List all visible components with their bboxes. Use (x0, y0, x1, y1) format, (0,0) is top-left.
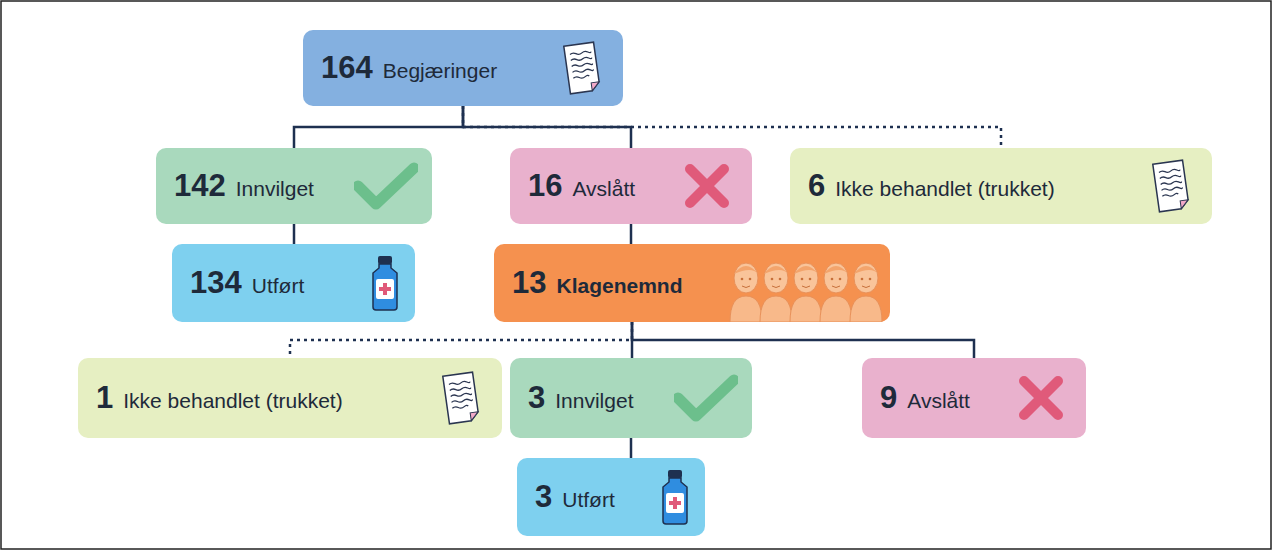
doc-icon (559, 40, 605, 96)
box-text: 142 Innvilget (174, 168, 314, 204)
check-icon (354, 162, 418, 210)
tree-connector (290, 322, 632, 358)
count-box: 13 Klagenemnd (494, 244, 890, 322)
box-text: 3 Utført (535, 479, 615, 515)
count-label: Begjæringer (383, 59, 497, 83)
count-box: 142 Innvilget (156, 148, 432, 224)
count-number: 13 (512, 265, 546, 301)
count-number: 9 (880, 380, 897, 416)
count-label: Klagenemnd (556, 274, 682, 298)
count-box: 6 Ikke behandlet (trukket) (790, 148, 1212, 224)
check-icon (674, 374, 738, 422)
box-text: 9 Avslått (880, 380, 970, 416)
count-box: 16 Avslått (510, 148, 752, 224)
count-box: 164 Begjæringer (303, 30, 623, 106)
count-number: 1 (96, 380, 113, 416)
box-text: 6 Ikke behandlet (trukket) (808, 168, 1055, 204)
cross-icon (1018, 375, 1064, 421)
count-box: 3 Innvilget (510, 358, 752, 438)
count-number: 3 (535, 479, 552, 515)
tree-connector (632, 322, 974, 358)
count-number: 164 (321, 50, 373, 86)
count-number: 3 (528, 380, 545, 416)
box-text: 3 Innvilget (528, 380, 633, 416)
count-label: Avslått (907, 389, 970, 413)
box-text: 164 Begjæringer (321, 50, 497, 86)
people-icon (728, 244, 884, 322)
count-box: 1 Ikke behandlet (trukket) (78, 358, 502, 438)
count-box: 3 Utført (517, 458, 705, 536)
count-number: 16 (528, 168, 562, 204)
tree-connector (294, 106, 463, 148)
count-label: Utført (562, 488, 615, 512)
count-box: 9 Avslått (862, 358, 1086, 438)
count-label: Innvilget (555, 389, 633, 413)
count-box: 134 Utført (172, 244, 415, 322)
tree-connector (463, 106, 1001, 148)
count-number: 134 (190, 265, 242, 301)
bottle-icon (370, 255, 400, 311)
count-number: 6 (808, 168, 825, 204)
tree-connector (630, 438, 633, 458)
count-label: Innvilget (236, 177, 314, 201)
box-text: 16 Avslått (528, 168, 635, 204)
tree-connector (630, 224, 633, 244)
cross-icon (684, 163, 730, 209)
bottle-icon (660, 469, 690, 525)
count-number: 142 (174, 168, 226, 204)
box-text: 13 Klagenemnd (512, 265, 683, 301)
tree-connector (293, 224, 296, 244)
count-label: Avslått (572, 177, 635, 201)
count-label: Utført (252, 274, 305, 298)
box-text: 134 Utført (190, 265, 304, 301)
box-text: 1 Ikke behandlet (trukket) (96, 380, 343, 416)
count-label: Ikke behandlet (trukket) (123, 389, 342, 413)
doc-icon (438, 370, 484, 426)
doc-icon (1148, 158, 1194, 214)
count-label: Ikke behandlet (trukket) (835, 177, 1054, 201)
tree-connector (463, 106, 631, 148)
